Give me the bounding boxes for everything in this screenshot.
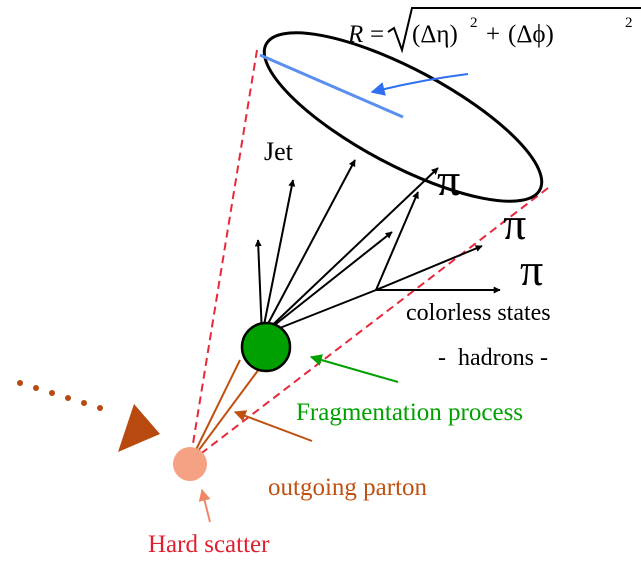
cone-edge-right (189, 187, 549, 463)
parton-line (189, 359, 241, 463)
hadrons-label: - hadrons - (438, 345, 548, 371)
fragmentation-label: Fragmentation process (296, 399, 523, 426)
formula-term-phi: (Δϕ) (508, 21, 554, 48)
jet-particle-arrow (261, 179, 296, 336)
outgoing-parton-label: outgoing parton (268, 474, 428, 501)
formula-equals: = (370, 21, 384, 48)
pion-label-2: π (503, 198, 526, 249)
hard-scatter-label: Hard scatter (148, 531, 270, 558)
pion-arrow (375, 191, 419, 291)
jet-particle-arrow (261, 231, 393, 336)
jet-particle-arrow (261, 167, 439, 336)
formula-lhs: R (347, 21, 363, 48)
hard-scatter-point (173, 447, 207, 481)
pion-label-1: π (437, 154, 460, 205)
fragmentation-blob (240, 321, 292, 373)
jet-particle-arrow (261, 159, 356, 336)
cone-radius-line (259, 53, 404, 119)
formula-sup-eta: 2 (470, 15, 478, 31)
formula-term-eta: (Δη) (412, 21, 458, 48)
incoming-parton-dots (17, 380, 103, 411)
jet-label: Jet (264, 137, 294, 166)
formula-sup-phi: 2 (625, 15, 633, 31)
jet-cone-ellipse (262, 31, 544, 203)
incoming-parton-arrowhead (118, 404, 160, 452)
pion-label-3: π (520, 244, 543, 295)
jet-particle-arrow (254, 239, 263, 336)
radius-pointer-arrow (370, 73, 469, 96)
cone-edge-left (189, 49, 258, 463)
sqrt-radical-icon (387, 7, 641, 54)
parton-line (189, 364, 263, 463)
fragmentation-pointer-arrow (309, 354, 399, 383)
colorless-states-label: colorless states (406, 300, 551, 326)
cone-radius-formula: R = (Δη) 2 + (Δϕ) 2 (347, 7, 641, 54)
formula-plus: + (486, 21, 500, 48)
pion-arrow (375, 245, 483, 291)
parton-pointer-arrow (233, 410, 313, 442)
hard-scatter-pointer-arrow (198, 488, 211, 523)
